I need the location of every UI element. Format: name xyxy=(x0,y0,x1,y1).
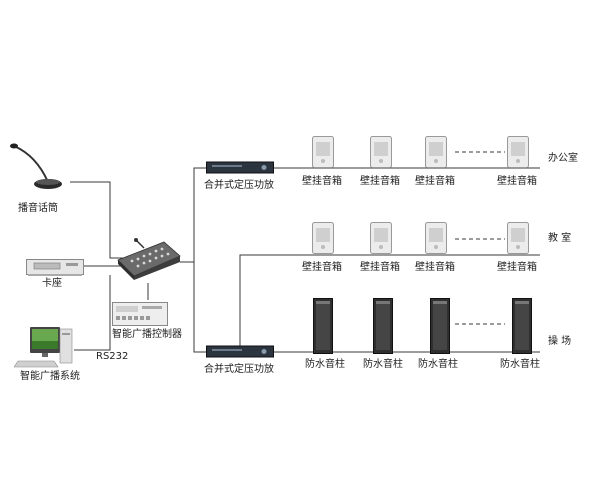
cassette-deck-icon xyxy=(26,257,84,277)
wall-speaker-label: 壁挂音箱 xyxy=(497,176,537,187)
wall-speaker-icon xyxy=(425,136,447,173)
amp-top-label: 合并式定压功放 xyxy=(204,180,274,191)
mixer-icon xyxy=(114,234,182,280)
amplifier-top-icon xyxy=(206,160,274,176)
column-speaker-label: 防水音柱 xyxy=(305,359,345,370)
column-speaker-label: 防水音柱 xyxy=(418,359,458,370)
wall-speaker-label: 壁挂音箱 xyxy=(302,262,342,273)
zone-classroom-label: 教 室 xyxy=(548,233,572,244)
computer-icon xyxy=(13,323,76,369)
broadcast-controller-icon xyxy=(112,302,168,326)
wall-speaker-icon xyxy=(312,222,334,259)
column-speaker-icon xyxy=(313,298,333,359)
wall-speaker-label: 壁挂音箱 xyxy=(415,262,455,273)
rs232-label: RS232 xyxy=(96,351,129,362)
column-speaker-label: 防水音柱 xyxy=(500,359,540,370)
wall-speaker-icon xyxy=(425,222,447,259)
column-speaker-label: 防水音柱 xyxy=(363,359,403,370)
zone-playground-label: 操 场 xyxy=(548,336,572,347)
wall-speaker-label: 壁挂音箱 xyxy=(497,262,537,273)
wire-mixer-amps xyxy=(180,167,208,263)
microphone-label: 播音话筒 xyxy=(18,203,58,214)
deck-label: 卡座 xyxy=(42,278,62,289)
wall-speaker-icon xyxy=(312,136,334,173)
amplifier-bottom-icon xyxy=(206,344,274,360)
wall-speaker-icon xyxy=(507,136,529,173)
wall-speaker-label: 壁挂音箱 xyxy=(360,262,400,273)
wire-amp-classroom xyxy=(239,254,540,352)
wall-speaker-label: 壁挂音箱 xyxy=(302,176,342,187)
controller-label: 智能广播控制器 xyxy=(112,329,182,340)
wall-speaker-label: 壁挂音箱 xyxy=(415,176,455,187)
column-speaker-icon xyxy=(512,298,532,359)
column-speaker-icon xyxy=(373,298,393,359)
microphone-icon xyxy=(10,142,70,192)
wall-speaker-icon xyxy=(370,222,392,259)
wall-speaker-label: 壁挂音箱 xyxy=(360,176,400,187)
column-speaker-icon xyxy=(430,298,450,359)
pc-label: 智能广播系统 xyxy=(20,371,80,382)
wire-mixer-amp-bottom xyxy=(193,262,208,353)
wall-speaker-icon xyxy=(507,222,529,259)
zone-office-label: 办公室 xyxy=(548,153,578,164)
wire-mic-mixer xyxy=(70,181,124,259)
amp-bottom-label: 合并式定压功放 xyxy=(204,364,274,375)
wall-speaker-icon xyxy=(370,136,392,173)
wire-pc-controller xyxy=(74,338,111,351)
